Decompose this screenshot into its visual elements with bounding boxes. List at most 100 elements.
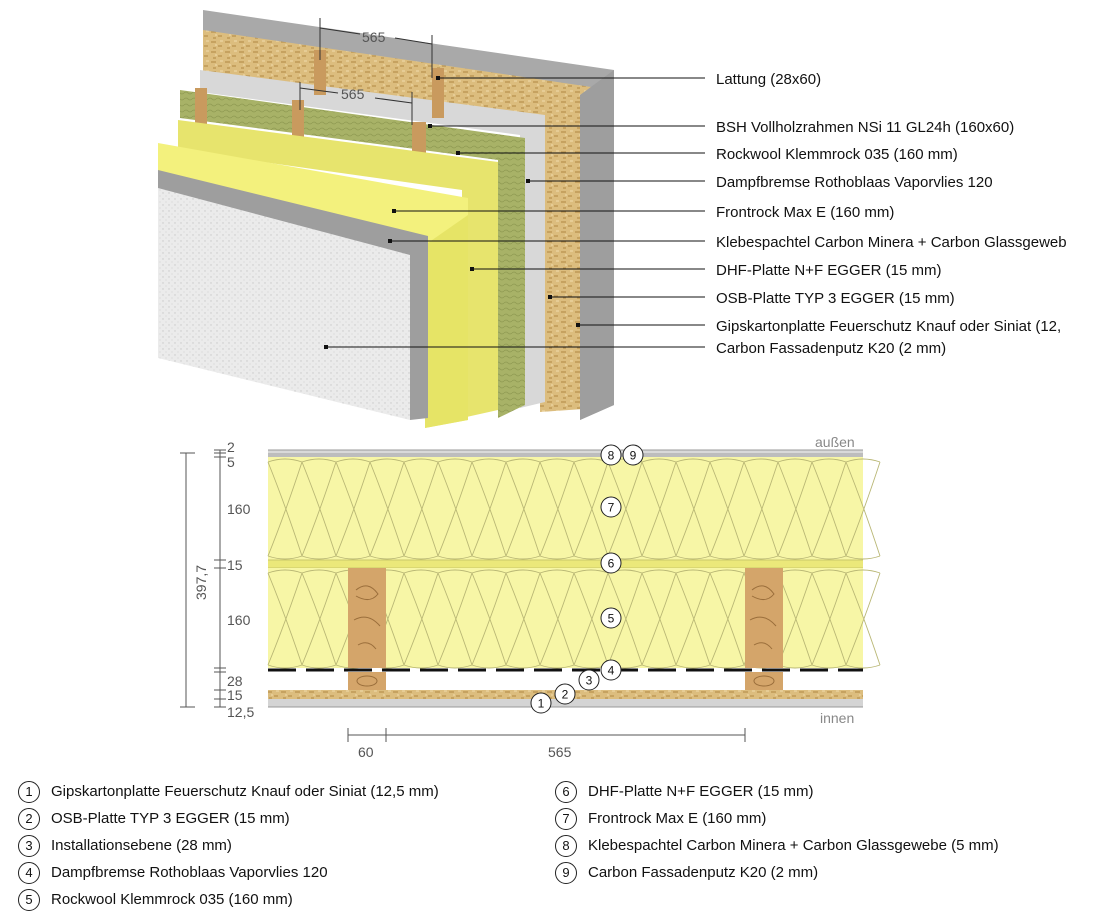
dim-putz: 2 xyxy=(227,439,235,455)
legend-text: Installationsebene (28 mm) xyxy=(51,837,232,854)
legend-number: 6 xyxy=(555,781,577,803)
iso-batten xyxy=(432,68,444,118)
section-putz-layer xyxy=(268,450,863,453)
side-label-outside: außen xyxy=(815,434,855,450)
legend-text: Klebespachtel Carbon Minera + Carbon Gla… xyxy=(588,837,999,854)
iso-batten xyxy=(314,50,326,95)
insulation-wave xyxy=(709,458,745,560)
iso-osb-board xyxy=(203,30,598,412)
marker-circle xyxy=(554,683,576,705)
legend-number: 8 xyxy=(555,835,577,857)
insulation-wave xyxy=(267,569,303,669)
insulation-wave xyxy=(471,458,507,560)
marker-number: 2 xyxy=(562,688,569,702)
iso-render-coat xyxy=(158,170,428,420)
insulation-wave xyxy=(573,458,609,560)
insulation-wave xyxy=(709,569,745,669)
section-stud-left xyxy=(348,568,386,690)
marker-circle xyxy=(622,444,644,466)
dim-stud-spacing: 565 xyxy=(548,744,572,760)
legend-text: DHF-Platte N+F EGGER (15 mm) xyxy=(588,783,814,800)
callout-leaders xyxy=(326,77,705,348)
insulation-wave xyxy=(539,458,575,560)
insulation-wave xyxy=(335,458,371,560)
section-installation-layer xyxy=(268,672,863,690)
marker-circle xyxy=(600,496,622,518)
layer-dimension-chain xyxy=(180,449,226,708)
marker-circle xyxy=(600,659,622,681)
section-dhf-layer xyxy=(268,560,863,568)
callout-frontrock: Frontrock Max E (160 mm) xyxy=(716,204,894,221)
insulation-wave xyxy=(675,569,711,669)
marker-number: 3 xyxy=(586,674,593,688)
legend-number: 4 xyxy=(18,862,40,884)
frontrock-wave-pattern xyxy=(267,458,881,560)
marker-circle xyxy=(578,669,600,691)
dim-stud-width: 60 xyxy=(358,744,374,760)
marker-circle xyxy=(530,692,552,714)
legend-text: Frontrock Max E (160 mm) xyxy=(588,810,767,827)
legend-text: Gipskartonplatte Feuerschutz Knauf oder … xyxy=(51,783,439,800)
iso-dimension-lower xyxy=(299,82,413,125)
total-thickness-label: 397,7 xyxy=(193,565,209,600)
dim-osb: 15 xyxy=(227,687,243,703)
insulation-wave xyxy=(403,458,439,560)
legend-text: OSB-Platte TYP 3 EGGER (15 mm) xyxy=(51,810,290,827)
layer-dimension-labels: 2 5 160 15 160 28 15 12,5 xyxy=(227,439,254,720)
iso-frame-post xyxy=(292,100,304,145)
legend-number: 1 xyxy=(18,781,40,803)
legend-number: 2 xyxy=(18,808,40,830)
insulation-wave xyxy=(505,458,541,560)
callout-vapour-barrier: Dampfbremse Rothoblaas Vaporvlies 120 xyxy=(716,174,993,191)
isometric-wall xyxy=(158,10,614,428)
section-frontrock-layer xyxy=(268,457,863,560)
insulation-wave xyxy=(607,569,643,669)
callout-klebespachtel: Klebespachtel Carbon Minera + Carbon Gla… xyxy=(716,234,1067,251)
dim-dhf: 15 xyxy=(227,557,243,573)
dim-rockwool: 160 xyxy=(227,612,251,628)
insulation-wave xyxy=(573,569,609,669)
callout-labels: Lattung (28x60) BSH Vollholzrahmen NSi 1… xyxy=(716,71,1067,357)
legend-text: Carbon Fassadenputz K20 (2 mm) xyxy=(588,864,819,881)
iso-frame-post xyxy=(195,88,207,128)
stud-dimension-chain xyxy=(347,728,746,742)
legend-number: 9 xyxy=(555,862,577,884)
side-label-inside: innen xyxy=(820,710,854,726)
marker-number: 7 xyxy=(608,501,615,515)
legend-text: Dampfbremse Rothoblaas Vaporvlies 120 xyxy=(51,864,328,881)
marker-number: 8 xyxy=(608,449,615,463)
marker-circle xyxy=(600,607,622,629)
marker-circle xyxy=(600,552,622,574)
section-klebespachtel-layer xyxy=(268,453,863,457)
iso-dim-lower: 565 xyxy=(341,86,365,102)
insulation-wave xyxy=(845,458,881,560)
marker-number: 4 xyxy=(608,664,615,678)
insulation-wave xyxy=(641,458,677,560)
insulation-wave xyxy=(369,569,405,669)
insulation-wave xyxy=(301,458,337,560)
callout-rockwool: Rockwool Klemmrock 035 (160 mm) xyxy=(716,146,958,163)
iso-frontrock xyxy=(158,143,468,428)
legend-number: 5 xyxy=(18,889,40,911)
insulation-wave xyxy=(437,458,473,560)
callout-fassadenputz: Carbon Fassadenputz K20 (2 mm) xyxy=(716,340,946,357)
marker-number: 1 xyxy=(538,697,545,711)
insulation-wave xyxy=(301,569,337,669)
marker-circle xyxy=(600,444,622,466)
insulation-wave xyxy=(403,569,439,669)
callout-bsh-frame: BSH Vollholzrahmen NSi 11 GL24h (160x60) xyxy=(716,119,1014,136)
iso-plaster-face xyxy=(158,188,410,420)
insulation-wave xyxy=(505,569,541,669)
insulation-wave xyxy=(369,458,405,560)
legend-text: Rockwool Klemmrock 035 (160 mm) xyxy=(51,891,293,908)
dim-klebespachtel: 5 xyxy=(227,454,235,470)
insulation-wave xyxy=(437,569,473,669)
iso-dimension-top xyxy=(319,18,433,78)
marker-number: 5 xyxy=(608,612,615,626)
marker-number: 9 xyxy=(630,449,637,463)
callout-gypsum-board: Gipskartonplatte Feuerschutz Knauf oder … xyxy=(716,318,1061,335)
dim-installation: 28 xyxy=(227,673,243,689)
legend-number: 3 xyxy=(18,835,40,857)
